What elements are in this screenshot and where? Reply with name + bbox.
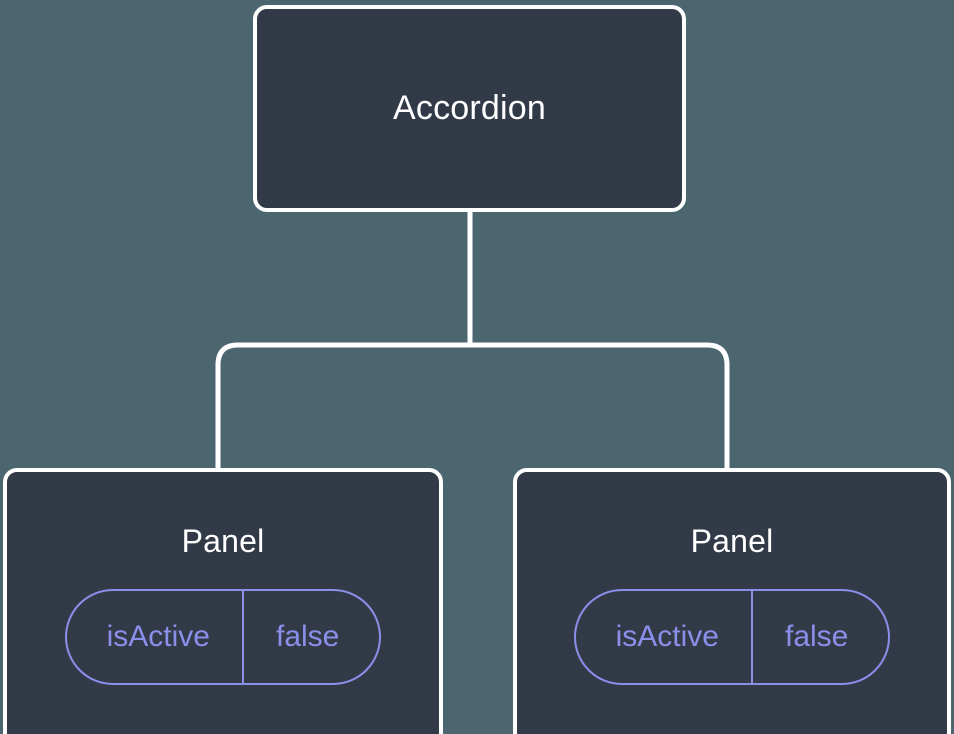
state-value: false — [275, 620, 340, 654]
edge-branch-bar — [215, 342, 730, 478]
tree-node-accordion[interactable]: Accordion — [253, 5, 686, 212]
node-title: Accordion — [393, 88, 546, 127]
state-key: isActive — [576, 591, 753, 684]
tree-node-panel-1[interactable]: Panel isActive false — [513, 468, 951, 734]
node-title: Panel — [690, 523, 774, 559]
state-key: isActive — [67, 591, 244, 684]
tree-node-panel-0[interactable]: Panel isActive false — [3, 468, 443, 734]
state-badge[interactable]: isActive false — [573, 589, 891, 686]
state-badge[interactable]: isActive false — [64, 589, 382, 686]
state-value: false — [784, 620, 849, 654]
node-title: Panel — [181, 523, 265, 559]
